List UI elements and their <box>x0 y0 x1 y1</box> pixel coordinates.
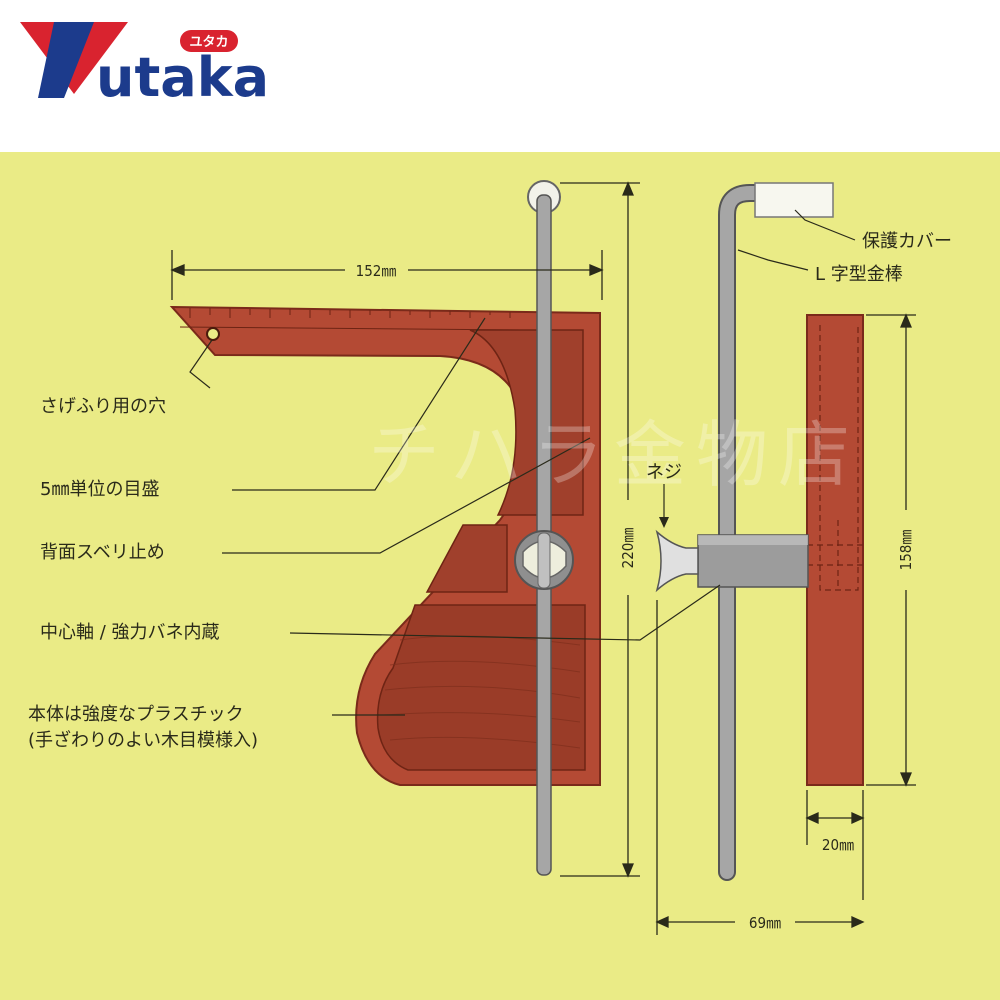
leader-lines <box>189 209 856 716</box>
dim-height-label: 220㎜ <box>619 528 637 569</box>
wood-grain-lines <box>383 635 581 749</box>
yutaka-logo-graphic: Y utaka ユタカ <box>20 22 269 109</box>
diagram-canvas: チハラ金物店 さげふり用の穴 5㎜単位の目盛 背面スベリ止め 中心軸 / 強力バ… <box>0 152 1000 1000</box>
sleeve-highlight <box>698 535 808 545</box>
label-body-grain: (手ざわりのよい木目模様入) <box>28 729 258 751</box>
label-l-rod: L 字型金棒 <box>815 264 903 285</box>
label-screw: ネジ <box>646 462 682 483</box>
dim-depth-label: 69㎜ <box>749 914 781 932</box>
yutaka-logo: Y utaka ユタカ <box>20 10 280 120</box>
anti-slip-pad <box>425 524 508 593</box>
wing-nut <box>655 529 699 593</box>
label-scale: 5㎜単位の目盛 <box>40 479 159 500</box>
scale-ticks <box>189 308 511 318</box>
screw-arrow <box>659 517 669 528</box>
dimension-lines <box>170 181 916 935</box>
label-anti-slip: 背面スベリ止め <box>40 542 165 563</box>
dim-thickness-label: 20㎜ <box>822 836 854 854</box>
side-hidden-lines <box>807 325 863 591</box>
watermark: チハラ金物店 <box>368 413 860 497</box>
dim-width-label: 152㎜ <box>356 262 397 280</box>
body-upper-recess <box>469 329 584 516</box>
product-diagram: チハラ金物店 さげふり用の穴 5㎜単位の目盛 背面スベリ止め 中心軸 / 強力バ… <box>0 152 1000 1000</box>
l-rod <box>720 186 769 879</box>
dim-side-height-label: 158㎜ <box>897 530 915 571</box>
body-side <box>806 314 864 786</box>
scale-inner-line <box>179 326 521 331</box>
logo-badge-text: ユタカ <box>189 35 228 50</box>
label-protective-cover: 保護カバー <box>862 231 952 252</box>
plumb-hole <box>206 327 220 341</box>
logo-badge <box>180 30 238 52</box>
logo-initial: Y <box>37 88 46 99</box>
label-center-axis: 中心軸 / 強力バネ内蔵 <box>40 622 220 643</box>
logo-wordmark: utaka <box>96 46 269 109</box>
logo-y-stroke <box>38 22 94 98</box>
label-plumb-hole: さげふり用の穴 <box>40 396 166 417</box>
label-body-material: 本体は強度なプラスチック <box>28 704 244 725</box>
protective-cover <box>754 182 834 218</box>
pivot-rod-segment <box>537 532 551 589</box>
